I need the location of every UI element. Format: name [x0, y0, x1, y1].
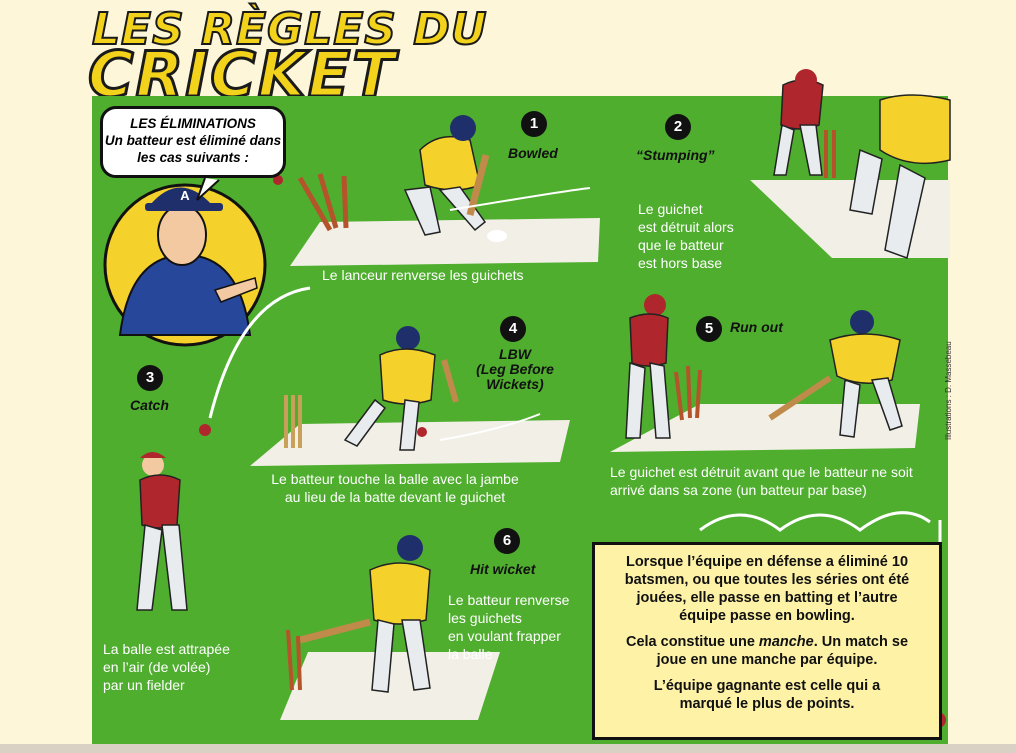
- summary-box: Lorsque l’équipe en défense a éliminé 10…: [592, 542, 942, 740]
- number-3: 3: [137, 365, 163, 391]
- fielder-runout: [625, 294, 702, 439]
- fielder-catch: [136, 452, 188, 611]
- label-catch: Catch: [130, 397, 169, 413]
- label-hit-wicket: Hit wicket: [470, 561, 536, 577]
- summary-paragraph-2: Cela constitue une manche. Un match se j…: [625, 634, 909, 668]
- keeper-stumping: [773, 69, 836, 178]
- label-run-out: Run out: [730, 319, 783, 335]
- summary-paragraph-1: Lorsque l’équipe en défense a éliminé 10…: [624, 554, 910, 624]
- number-2: 2: [665, 114, 691, 140]
- batsman-lbw: [284, 326, 541, 451]
- caption-lbw: Le batteur touche la balle avec la jambe…: [271, 471, 519, 505]
- bubble-text: Un batteur est éliminé dans les cas suiv…: [104, 133, 282, 165]
- caption-bowled: Le lanceur renverse les guichets: [322, 267, 524, 283]
- speech-bubble: LES ÉLIMINATIONS Un batteur est éliminé …: [100, 106, 286, 178]
- summary-paragraph-3: L’équipe gagnante est celle qui a marqué…: [653, 678, 881, 712]
- number-4: 4: [500, 316, 526, 342]
- number-5: 5: [696, 316, 722, 342]
- number-1: 1: [521, 111, 547, 137]
- caption-catch: La balle est attrapée en l’air (de volée…: [103, 641, 230, 693]
- batsman-runout: [768, 310, 903, 438]
- ball-trail: [208, 286, 311, 419]
- label-stumping: “Stumping”: [636, 147, 715, 163]
- label-bowled: Bowled: [508, 145, 558, 161]
- batsman-bowled: [273, 115, 591, 242]
- number-6: 6: [494, 528, 520, 554]
- label-lbw: LBW (Leg Before Wickets): [476, 346, 554, 392]
- hat-letter: A: [180, 188, 190, 203]
- ball-icon: [199, 424, 211, 436]
- bottom-bar: [0, 744, 1016, 753]
- caption-stumping: Le guichet est détruit alors que le batt…: [638, 201, 734, 271]
- rope-decoration: [699, 511, 931, 532]
- batsman-stumping: [849, 94, 951, 259]
- bubble-heading: LES ÉLIMINATIONS: [130, 116, 256, 131]
- title-line-1: LES RÈGLES DU: [91, 3, 488, 56]
- caption-run-out: Le guichet est détruit avant que le batt…: [610, 464, 913, 498]
- pitch-6: [280, 652, 500, 720]
- bubble-tail: [196, 177, 220, 201]
- umpire-figure: A: [103, 183, 267, 347]
- caption-hit-wicket: Le batteur renverse les guichets en voul…: [448, 592, 570, 662]
- pitch-1: [290, 218, 600, 266]
- batsman-hit-wicket: [286, 535, 431, 693]
- illustration-credit: Illustrations : D. Massebeau: [944, 341, 953, 440]
